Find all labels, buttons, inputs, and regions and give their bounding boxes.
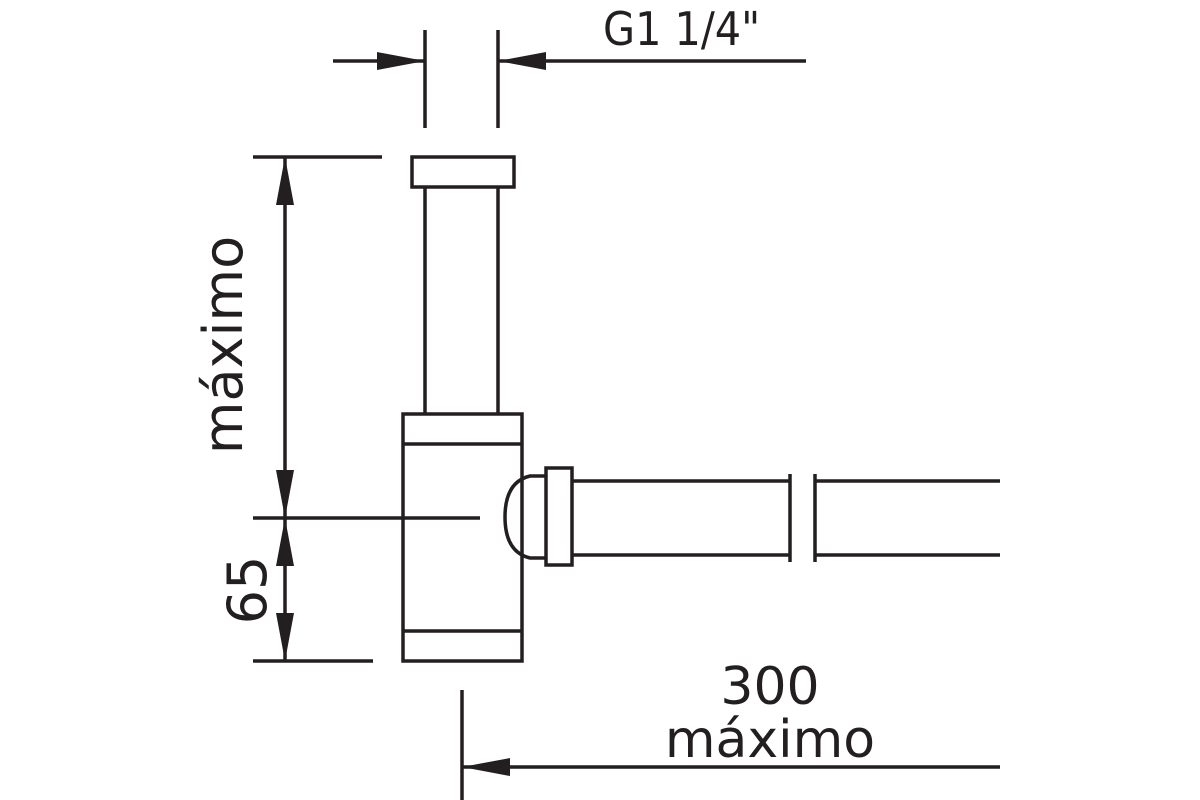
trap-body: [401, 412, 524, 663]
thread-size-dimension: G1 1/4": [333, 2, 806, 128]
height-max-label: máximo: [192, 236, 255, 454]
length-value-label: 300: [720, 657, 819, 717]
outlet-arrow-bottom-head: [276, 613, 294, 661]
inlet-flange: [410, 155, 516, 189]
length-max-dimension: 300 máximo: [460, 657, 1000, 800]
thread-size-label: G1 1/4": [603, 2, 760, 56]
outlet-nut: [544, 466, 574, 567]
length-arrow-left-head: [462, 758, 510, 776]
height-max-dimension: máximo: [192, 155, 382, 518]
outlet-height-label: 65: [216, 556, 279, 625]
outlet-height-dimension: 65: [216, 516, 480, 663]
bottle-trap: [401, 155, 1000, 663]
length-max-label: máximo: [665, 710, 875, 770]
thread-arrow-right-head: [377, 52, 425, 70]
outlet-arrow-top-head: [276, 518, 294, 566]
outlet-dome: [503, 474, 546, 560]
height-arrow-bottom-head: [276, 470, 294, 518]
height-arrow-top-head: [276, 157, 294, 205]
thread-arrow-left-head: [498, 52, 546, 70]
